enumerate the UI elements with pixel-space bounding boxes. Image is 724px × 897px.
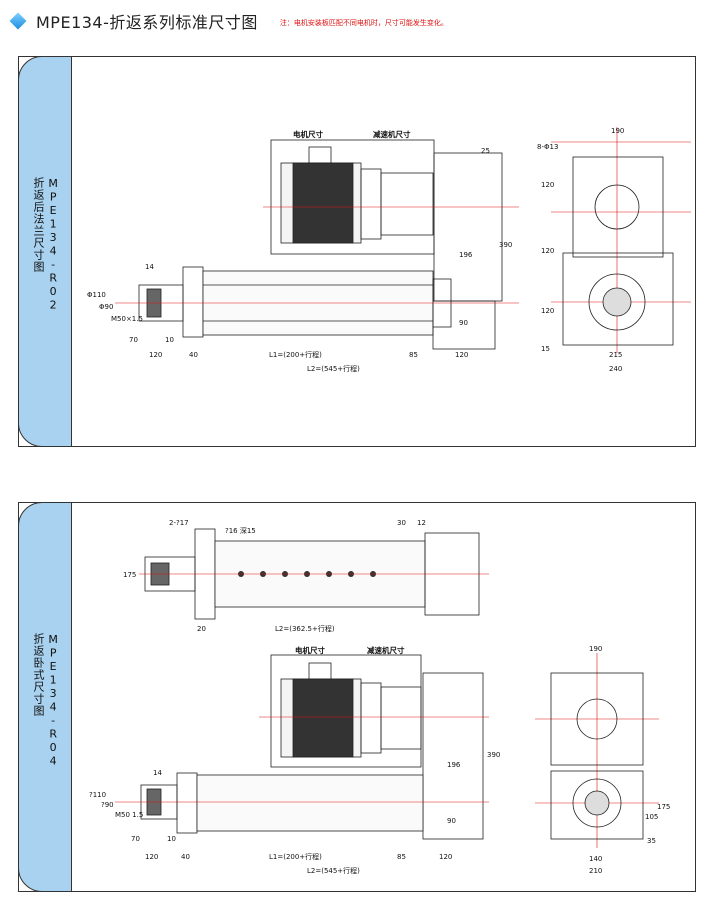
tab-title: 折返后法兰尺寸图 [32, 177, 45, 273]
header-note: 注：电机安装板匹配不同电机时，尺寸可能发生变化。 [279, 18, 448, 27]
dim-l2-top: L2=(362.5+行程) [275, 624, 335, 633]
diamond-icon [9, 12, 27, 30]
dim-hole16: ?16 深15 [225, 526, 256, 535]
dim-120a: 120 [145, 853, 158, 861]
dim-l2: L2=(545+行程) [307, 364, 360, 373]
panel-r02: 折返后法兰尺寸图 MPE134-R02 电机尺寸 减速机尺寸 [18, 56, 696, 447]
dim-phi90: ?90 [101, 801, 114, 809]
header: MPE134-折返系列标准尺寸图 注：电机安装板匹配不同电机时，尺寸可能发生变化… [6, 10, 448, 32]
side-210: 210 [589, 867, 602, 875]
tab-model: MPE134-R04 [46, 633, 60, 768]
dim-40: 40 [181, 853, 190, 861]
motor-labels: 电机尺寸 减速机尺寸 [295, 645, 405, 655]
panel-r04: 折返卧式尺寸图 MPE134-R04 [18, 502, 696, 892]
dim-20: 20 [197, 625, 206, 633]
dimensions: 25 390 196 90 14 Φ110 Φ90 M50×1.5 70 10 … [87, 127, 624, 373]
motor-assembly [270, 654, 484, 840]
panel-tab: 折返卧式尺寸图 MPE134-R04 [18, 502, 72, 892]
dim-70: 70 [131, 835, 140, 843]
side-190: 190 [589, 645, 602, 653]
dim-30: 30 [397, 519, 406, 527]
dim-10: 10 [165, 336, 174, 344]
dim-12: 12 [417, 519, 426, 527]
dim-hole2: 2-?17 [169, 519, 189, 527]
side-120c: 120 [541, 307, 554, 315]
dim-m50: M50 1.5 [115, 811, 143, 819]
side-120b: 120 [541, 247, 554, 255]
side-15: 15 [541, 345, 550, 353]
actuator-body [140, 772, 424, 834]
dim-90: 90 [459, 319, 468, 327]
dim-120b: 120 [455, 351, 468, 359]
side-35: 35 [647, 837, 656, 845]
side-190: 190 [611, 127, 624, 135]
side-240: 240 [609, 365, 622, 373]
dim-10: 10 [167, 835, 176, 843]
motor-labels: 电机尺寸 减速机尺寸 [293, 129, 411, 139]
dim-196: 196 [459, 251, 473, 259]
dim-120b: 120 [439, 853, 452, 861]
side-175: 175 [657, 803, 670, 811]
reducer-size-label: 减速机尺寸 [367, 645, 405, 655]
panel-tab: 折返后法兰尺寸图 MPE134-R02 [18, 56, 72, 447]
dim-14: 14 [145, 263, 154, 271]
dim-phi110: ?110 [89, 791, 106, 799]
reducer-size-label: 减速机尺寸 [373, 129, 411, 139]
side-105: 105 [645, 813, 658, 821]
dim-phi90: Φ90 [99, 303, 113, 311]
tab-model: MPE134-R02 [46, 177, 60, 312]
page-title: MPE134-折返系列标准尺寸图 [36, 13, 258, 32]
dim-390: 390 [499, 241, 512, 249]
dimensions: 2-?17 ?16 深15 30 12 175 20 L2=(362.5+行程)… [89, 519, 670, 875]
side-view [550, 672, 644, 840]
dim-90: 90 [447, 817, 456, 825]
drawing-r04: 电机尺寸 减速机尺寸 2-?17 [89, 519, 670, 875]
side-view [562, 156, 674, 346]
motor-size-label: 电机尺寸 [295, 645, 325, 655]
dim-70: 70 [129, 336, 138, 344]
actuator-body [138, 266, 496, 350]
dim-120a: 120 [149, 351, 162, 359]
centerlines [115, 573, 659, 848]
dim-85: 85 [409, 351, 418, 359]
side-140: 140 [589, 855, 602, 863]
side-215: 215 [609, 351, 622, 359]
dim-40: 40 [189, 351, 198, 359]
dim-14: 14 [153, 769, 162, 777]
tab-title: 折返卧式尺寸图 [32, 633, 45, 717]
dim-196: 196 [447, 761, 461, 769]
dim-phi110: Φ110 [87, 291, 106, 299]
drawing-r02: 电机尺寸 减速机尺寸 [87, 127, 691, 373]
dim-l1: L1=(200+行程) [269, 852, 322, 861]
dim-25: 25 [481, 147, 490, 155]
dim-l2: L2=(545+行程) [307, 866, 360, 875]
dim-m50: M50×1.5 [111, 315, 143, 323]
dim-390: 390 [487, 751, 500, 759]
side-hole: 8-Φ13 [537, 143, 558, 151]
motor-size-label: 电机尺寸 [293, 129, 323, 139]
dim-85: 85 [397, 853, 406, 861]
side-120a: 120 [541, 181, 554, 189]
dim-l1: L1=(200+行程) [269, 350, 322, 359]
dim-175: 175 [123, 571, 136, 579]
